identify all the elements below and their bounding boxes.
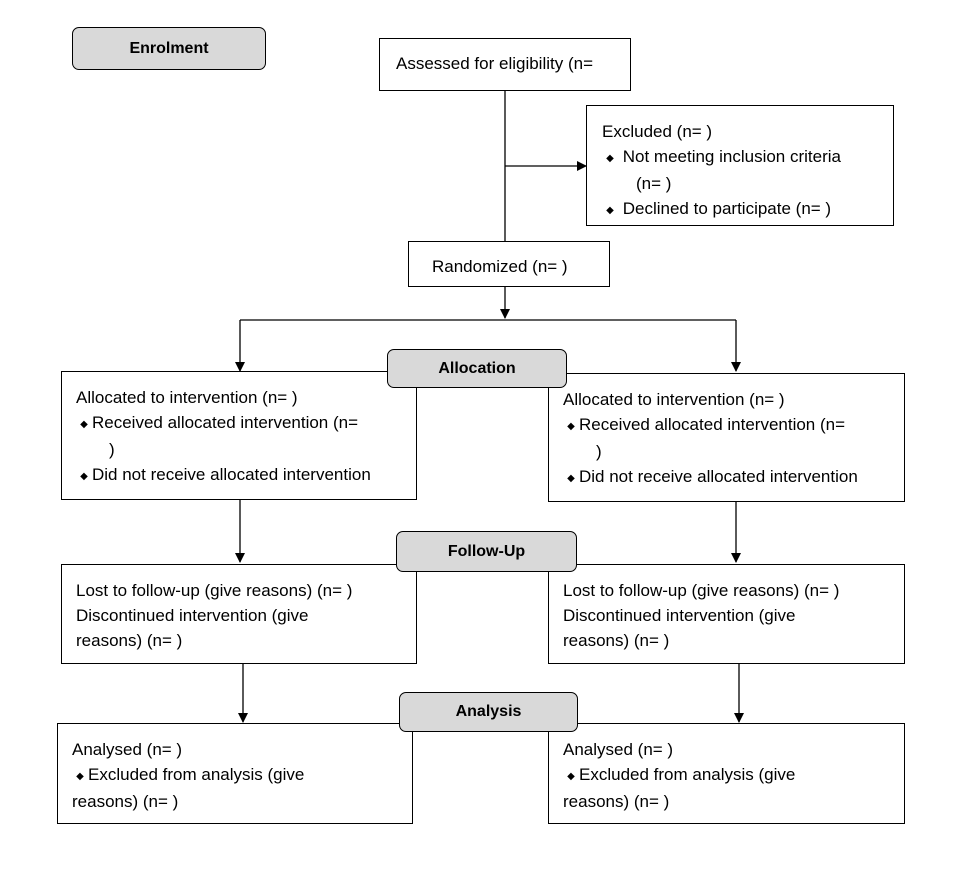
stage-follow-up: Follow-Up xyxy=(396,531,577,572)
followup-left-reasons: reasons) (n= ) xyxy=(76,631,183,650)
stage-analysis: Analysis xyxy=(399,692,578,732)
allocation-left-received-cont: ) xyxy=(109,440,115,459)
allocation-left-not-received-label: Did not receive allocated intervention xyxy=(92,465,371,484)
analysis-right-excluded: ◆ Excluded from analysis (give xyxy=(563,762,904,789)
bullet-icon: ◆ xyxy=(606,205,614,216)
allocation-left-not-received: ◆ Did not receive allocated intervention xyxy=(76,462,416,489)
followup-left-box: Lost to follow-up (give reasons) (n= ) D… xyxy=(61,564,417,664)
followup-left-discontinued: Discontinued intervention (give xyxy=(76,606,309,625)
stage-allocation: Allocation xyxy=(387,349,567,388)
followup-right-box: Lost to follow-up (give reasons) (n= ) D… xyxy=(548,564,905,664)
allocation-right-received-label: Received allocated intervention (n= xyxy=(579,415,846,434)
analysis-left-title: Analysed (n= ) xyxy=(72,740,183,759)
bullet-icon: ◆ xyxy=(606,153,614,164)
allocation-right-received-cont: ) xyxy=(596,442,602,461)
assessed-text: Assessed for eligibility (n= xyxy=(396,54,594,73)
allocation-left-title: Allocated to intervention (n= ) xyxy=(76,388,298,407)
assessed-box: Assessed for eligibility (n= xyxy=(379,38,631,91)
randomized-text: Randomized (n= ) xyxy=(432,257,568,276)
bullet-icon: ◆ xyxy=(567,771,575,782)
followup-right-discontinued: Discontinued intervention (give xyxy=(563,606,796,625)
analysis-right-reasons: reasons) (n= ) xyxy=(563,792,670,811)
allocation-left-received: ◆ Received allocated intervention (n= xyxy=(76,410,416,437)
analysis-right-box: Analysed (n= ) ◆ Excluded from analysis (… xyxy=(548,723,905,824)
analysis-right-title: Analysed (n= ) xyxy=(563,740,674,759)
followup-right-lost: Lost to follow-up (give reasons) (n= ) xyxy=(563,581,840,600)
randomized-box: Randomized (n= ) xyxy=(408,241,610,287)
excluded-item-declined-label: Declined to participate (n= ) xyxy=(622,199,832,218)
analysis-left-excluded-label: Excluded from analysis (give xyxy=(88,765,305,784)
excluded-item-inclusion: ◆ Not meeting inclusion criteria xyxy=(602,144,893,171)
excluded-box: Excluded (n= ) ◆ Not meeting inclusion c… xyxy=(586,105,894,226)
allocation-left-received-label: Received allocated intervention (n= xyxy=(92,413,359,432)
allocation-right-not-received: ◆ Did not receive allocated intervention xyxy=(563,464,904,491)
excluded-item-declined: ◆ Declined to participate (n= ) xyxy=(602,196,893,223)
allocation-right-received: ◆ Received allocated intervention (n= xyxy=(563,412,904,439)
bullet-icon: ◆ xyxy=(567,473,575,484)
allocation-left-box: Allocated to intervention (n= ) ◆ Receive… xyxy=(61,371,417,500)
excluded-title: Excluded (n= ) xyxy=(602,122,713,141)
analysis-left-reasons: reasons) (n= ) xyxy=(72,792,179,811)
analysis-right-excluded-label: Excluded from analysis (give xyxy=(579,765,796,784)
bullet-icon: ◆ xyxy=(567,421,575,432)
excluded-item-inclusion-count: (n= ) xyxy=(636,174,672,193)
followup-right-reasons: reasons) (n= ) xyxy=(563,631,670,650)
excluded-item-inclusion-label: Not meeting inclusion criteria xyxy=(622,147,841,166)
analysis-left-box: Analysed (n= ) ◆ Excluded from analysis (… xyxy=(57,723,413,824)
analysis-left-excluded: ◆ Excluded from analysis (give xyxy=(72,762,412,789)
bullet-icon: ◆ xyxy=(80,419,88,430)
allocation-right-box: Allocated to intervention (n= ) ◆ Receive… xyxy=(548,373,905,502)
allocation-right-title: Allocated to intervention (n= ) xyxy=(563,390,785,409)
followup-left-lost: Lost to follow-up (give reasons) (n= ) xyxy=(76,581,353,600)
allocation-right-not-received-label: Did not receive allocated intervention xyxy=(579,467,858,486)
bullet-icon: ◆ xyxy=(80,471,88,482)
stage-enrolment: Enrolment xyxy=(72,27,266,70)
bullet-icon: ◆ xyxy=(76,771,84,782)
